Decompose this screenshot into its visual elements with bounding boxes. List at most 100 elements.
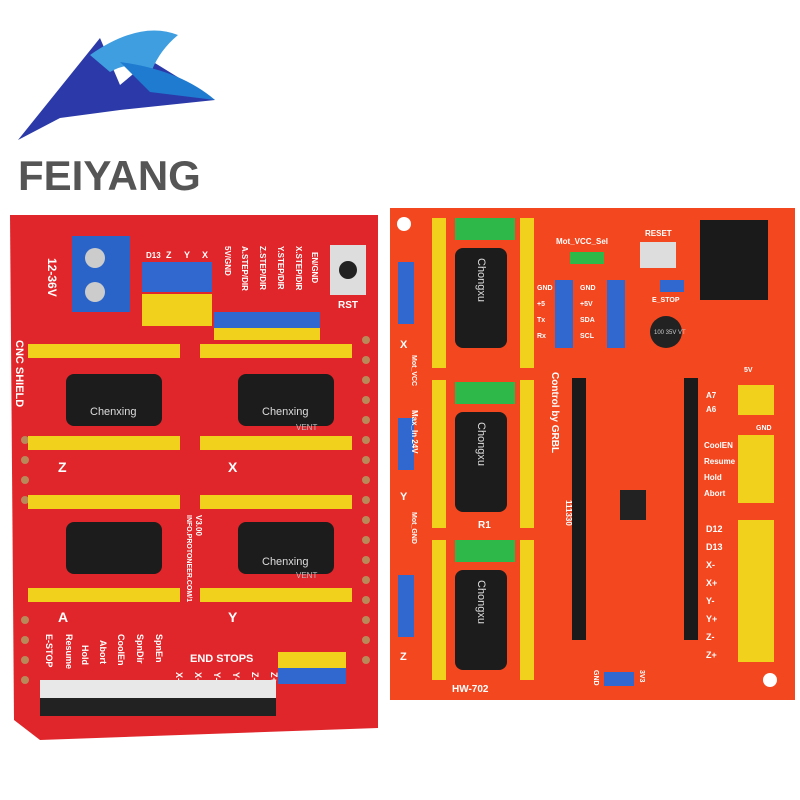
reset-label: RST [338, 300, 358, 311]
end-stop-header-white[interactable] [40, 680, 276, 698]
pin-label: X- [706, 560, 715, 570]
mot-vcc-sel-label: Mot_VCC_Sel [556, 237, 608, 246]
step-dir-jumpers[interactable] [214, 312, 320, 328]
pin-label: SCL [580, 333, 595, 340]
axis-label-x: X [400, 339, 408, 351]
capacitor-vent-label: VENT [296, 423, 317, 432]
pin-label: Z+ [706, 650, 717, 660]
logo-wave [90, 30, 178, 72]
end-stop-header-black[interactable] [40, 698, 276, 716]
driver-sockets [28, 344, 352, 602]
capacitor-label: Chongxu [475, 258, 487, 302]
pin-label: GND [592, 670, 599, 686]
pin-label: GND [580, 285, 596, 292]
cnc-shield-board: 12-36V CNC SHIELD D13 Z Y X EN/GND X.STE… [10, 215, 378, 740]
i2c-header-blue[interactable] [278, 668, 346, 684]
pin-label: CoolEn [116, 634, 126, 666]
pin-label: A7 [706, 391, 717, 400]
axis-clone-headers[interactable] [142, 294, 212, 326]
y-motor-header[interactable] [398, 418, 414, 470]
driver-modules: Chongxu Chongxu Chongxu [432, 218, 534, 680]
url-label: INFO.PROTONEER.COM/1 [185, 515, 192, 602]
pin-label: Y+ [706, 614, 717, 624]
pin-label: SDA [580, 317, 595, 324]
board-title: CNC SHIELD [13, 340, 25, 407]
end-stop-label: Z+ [269, 672, 279, 683]
pin-label: A6 [706, 405, 717, 414]
axis-label-z: Z [400, 651, 407, 663]
mount-hole [763, 673, 777, 687]
pin-label: Resume [704, 457, 736, 466]
cap-rating: 100 35V VT [654, 330, 686, 336]
nano-socket-right[interactable] [684, 378, 698, 640]
pin-label: Hold [80, 645, 90, 665]
pin-label: Resume [64, 634, 74, 669]
pin-label: 3V3 [638, 670, 645, 683]
reset-button[interactable] [640, 242, 676, 268]
nano-socket-left[interactable] [572, 378, 586, 640]
i2c-header[interactable] [607, 280, 625, 348]
pin-label: SpnDir [135, 634, 145, 664]
pin-label: Z- [706, 632, 715, 642]
end-stops-title: END STOPS [190, 653, 253, 665]
power-out-header[interactable] [604, 672, 634, 686]
pin-label: X+ [706, 578, 717, 588]
step-label: EN/GND [310, 252, 319, 283]
pin-label: SpnEn [154, 634, 164, 663]
control-by-grbl: Control by GRBL [549, 372, 560, 453]
end-stop-label: X- [174, 672, 184, 681]
feiyang-logo: FEIYANG [18, 30, 215, 199]
end-stop-label: Y+ [231, 672, 241, 683]
capacitor-label: Chongxu [475, 580, 487, 624]
mot-vcc-jumper[interactable] [570, 252, 604, 264]
pin-label: Tx [537, 317, 545, 324]
screw-icon [85, 282, 105, 302]
axis-header-d12: D13 [146, 251, 161, 260]
logo-swoosh [120, 62, 215, 100]
capacitor-label: Chenxing [262, 556, 308, 568]
board-code: 111330 [564, 500, 573, 526]
screw-icon [85, 248, 105, 268]
logo-mountain [18, 38, 215, 140]
pin-label: Rx [537, 333, 546, 340]
axis-clone-jumpers[interactable] [142, 262, 212, 292]
z-motor-header[interactable] [398, 575, 414, 637]
i2c-header-yellow[interactable] [278, 652, 346, 668]
mot-gnd-label: Mot_GND [410, 512, 417, 544]
step-dir-headers[interactable] [214, 328, 320, 340]
left-edge-pins [21, 336, 370, 684]
reset-button-cap [339, 261, 357, 279]
serial-header[interactable] [555, 280, 573, 348]
pin-label: Y- [706, 596, 715, 606]
axis-header-z: Z [166, 250, 172, 260]
pin-label: GND [756, 425, 772, 432]
axis-header-x: X [202, 250, 208, 260]
analog-header[interactable] [738, 385, 774, 415]
mount-hole [397, 217, 411, 231]
reset-label: RESET [645, 229, 672, 238]
x-motor-header[interactable] [398, 262, 414, 324]
step-label: 5V/GND [223, 246, 232, 276]
axis-label-y: Y [400, 491, 408, 503]
mot-vcc-label: Mot_VCC [410, 355, 417, 386]
control-header[interactable] [738, 435, 774, 503]
pin-label: 5V [744, 367, 753, 374]
pin-label: D12 [706, 524, 723, 534]
capacitors: Chenxing Chenxing Chenxing VENT VENT [66, 374, 334, 580]
driver-label-y: Y [228, 609, 238, 625]
estop-header[interactable] [660, 280, 684, 292]
step-label: Z.STEP/DIR [258, 246, 267, 290]
power-terminal[interactable] [72, 236, 130, 312]
limit-header[interactable] [738, 520, 774, 662]
end-stop-label: Z- [250, 672, 260, 681]
max-in-label: Max_In 24V [410, 410, 419, 454]
pin-label: D13 [706, 542, 723, 552]
estop-label: E_STOP [652, 297, 680, 304]
pin-label: CoolEN [704, 441, 733, 450]
dc-jack[interactable] [700, 220, 768, 300]
axis-header-y: Y [184, 250, 190, 260]
serial-labels: GND +5 Tx Rx GND +5V SDA SCL [537, 285, 596, 340]
right-pin-labels: A7 A6 5V GND CoolEN Resume Hold Abort D1… [592, 367, 772, 686]
power-capacitor [650, 316, 682, 348]
model-label: HW-702 [452, 684, 489, 695]
